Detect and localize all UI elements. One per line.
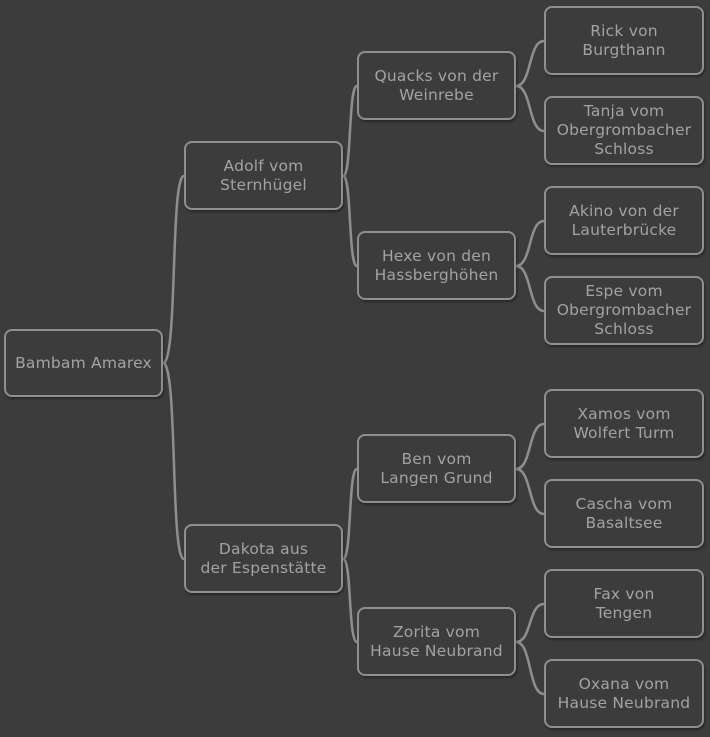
connector-dam-dd [341,557,359,644]
node-sire-dam: Hexe von den Hassberghöhen [357,231,516,300]
connector-dam-ds [341,467,359,561]
node-sire-dam-sire: Akino von der Lauterbrücke [544,186,704,255]
connector-sire-ss [341,84,359,178]
node-sire-dam-dam: Espe vom Obergrombacher Schloss [544,276,704,345]
node-sire-sire-sire: Rick von Burgthann [544,6,704,75]
node-dam: Dakota aus der Espenstätte [184,524,343,593]
connector-ds-dss [514,422,546,471]
node-dam-sire-sire: Xamos vom Wolfert Turm [544,389,704,458]
node-dam-dam-dam: Oxana vom Hause Neubrand [544,659,704,728]
connector-sd-sdd [514,264,546,313]
connector-ss-sss [514,39,546,88]
node-root-dog: Bambam Amarex [4,329,163,397]
node-sire-sire: Quacks von der Weinrebe [357,51,516,120]
connector-root-sire [161,174,186,365]
node-dam-sire: Ben vom Langen Grund [357,434,516,503]
node-dam-sire-dam: Cascha vom Basaltsee [544,479,704,548]
connector-root-dam [161,361,186,561]
node-sire-sire-dam: Tanja vom Obergrombacher Schloss [544,96,704,165]
connector-sd-sds [514,219,546,268]
node-sire: Adolf vom Sternhügel [184,141,343,210]
node-dam-dam-sire: Fax von Tengen [544,569,704,638]
connector-sire-sd [341,174,359,268]
connector-dd-ddd [514,640,546,696]
connector-ds-dsd [514,467,546,516]
connector-dd-dds [514,602,546,644]
connector-ss-ssd [514,84,546,133]
node-dam-dam: Zorita vom Hause Neubrand [357,607,516,676]
